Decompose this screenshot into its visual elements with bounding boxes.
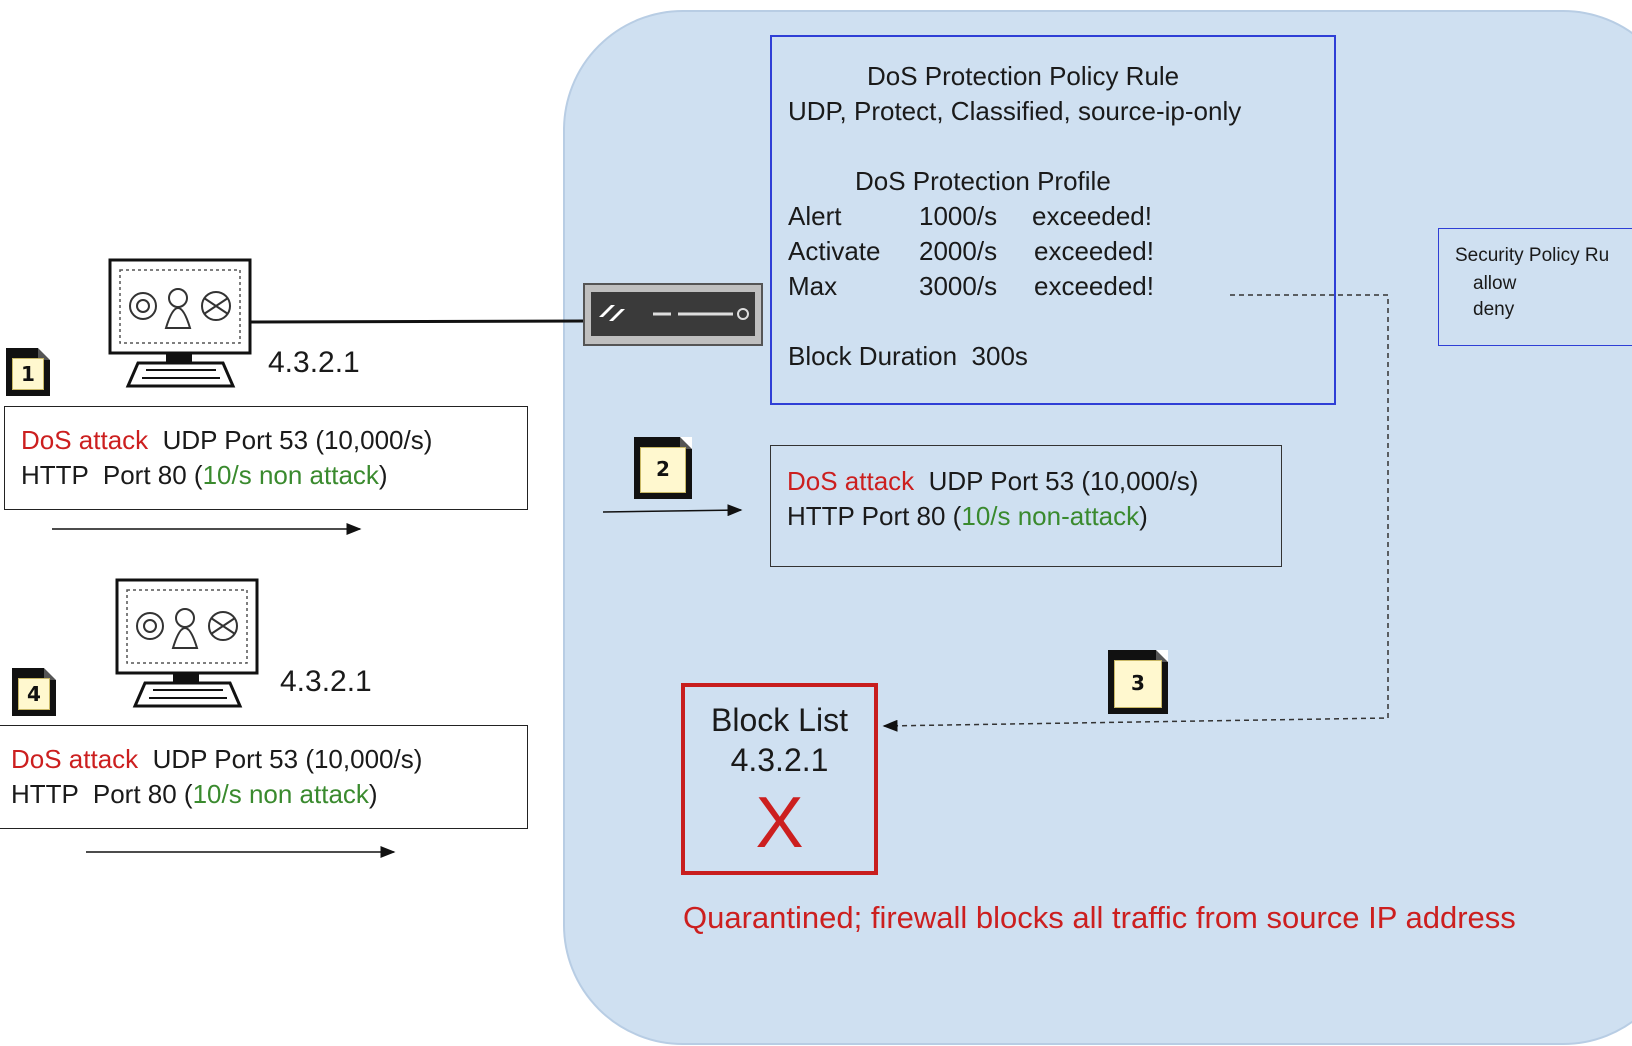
link-line xyxy=(244,319,585,324)
http-suffix: ) xyxy=(368,779,378,809)
attack-label: DoS attack xyxy=(787,466,915,496)
udp-rate: UDP Port 53 (10,000/s) xyxy=(138,744,423,774)
step-badge-4: 4 xyxy=(12,668,56,716)
policy-rule-desc: UDP, Protect, Classified, source-ip-only xyxy=(788,96,1242,126)
traffic-line-http: HTTP Port 80 (10/s non-attack) xyxy=(787,499,1148,534)
inspected-traffic-box: DoS attack UDP Port 53 (10,000/s) HTTP P… xyxy=(770,445,1282,567)
quarantine-note: Quarantined; firewall blocks all traffic… xyxy=(683,900,1516,935)
traffic-box-step1: DoS attack UDP Port 53 (10,000/s) HTTP P… xyxy=(4,406,528,510)
non-attack-rate: 10/s non-attack xyxy=(961,501,1140,531)
step-badge-3: 3 xyxy=(1108,650,1168,714)
http-prefix: HTTP Port 80 ( xyxy=(11,779,193,809)
step-badge-1: 1 xyxy=(6,348,50,396)
threshold-max-name: Max xyxy=(788,271,838,301)
step-badge-4-number: 4 xyxy=(18,678,50,710)
threshold-activate-status: exceeded! xyxy=(1034,236,1154,266)
threshold-max-status: exceeded! xyxy=(1034,271,1154,301)
http-prefix: HTTP Port 80 ( xyxy=(787,501,962,531)
http-suffix: ) xyxy=(1139,501,1148,531)
traffic-line-http: HTTP Port 80 (10/s non attack) xyxy=(11,777,378,812)
traffic-line-udp: DoS attack UDP Port 53 (10,000/s) xyxy=(11,742,422,777)
security-policy-deny: deny xyxy=(1473,299,1515,320)
http-suffix: ) xyxy=(378,460,388,490)
step-badge-2: 2 xyxy=(634,437,692,499)
policy-rule-title: DoS Protection Policy Rule xyxy=(867,61,1180,91)
traffic-arrow-step2 xyxy=(602,504,743,517)
traffic-box-step4: DoS attack UDP Port 53 (10,000/s) HTTP P… xyxy=(0,725,528,829)
threshold-alert-status: exceeded! xyxy=(1032,201,1152,231)
firewall-appliance-icon xyxy=(583,283,763,346)
step-badge-3-number: 3 xyxy=(1114,660,1162,708)
profile-title: DoS Protection Profile xyxy=(855,166,1111,196)
udp-rate: UDP Port 53 (10,000/s) xyxy=(148,425,433,455)
security-policy-title: Security Policy Ru xyxy=(1455,245,1610,266)
step-badge-1-number: 1 xyxy=(12,358,44,390)
traffic-line-http: HTTP Port 80 (10/s non attack) xyxy=(21,458,388,493)
attacker-ip-step1: 4.3.2.1 xyxy=(268,346,360,379)
attack-label: DoS attack xyxy=(11,744,139,774)
attacker-ip-step4: 4.3.2.1 xyxy=(280,665,372,698)
security-policy-allow: allow xyxy=(1473,273,1517,294)
attacker-computer-icon xyxy=(108,258,258,388)
threshold-max-rate: 3000/s xyxy=(919,271,998,301)
block-list-title: Block List xyxy=(711,702,848,738)
non-attack-rate: 10/s non attack xyxy=(192,779,369,809)
security-policy-box: Security Policy Ru allow deny xyxy=(1438,228,1632,346)
threshold-activate-rate: 2000/s xyxy=(919,236,998,266)
traffic-line-udp: DoS attack UDP Port 53 (10,000/s) xyxy=(21,423,432,458)
dos-policy-box: DoS Protection Policy Rule UDP, Protect,… xyxy=(770,35,1336,405)
block-list-ip: 4.3.2.1 xyxy=(730,742,829,778)
attacker-computer-icon xyxy=(115,578,265,708)
block-duration: Block Duration 300s xyxy=(788,341,1028,371)
threshold-alert-rate: 1000/s xyxy=(919,201,998,231)
block-list-box: Block List 4.3.2.1 X xyxy=(681,683,878,875)
traffic-line-udp: DoS attack UDP Port 53 (10,000/s) xyxy=(787,464,1198,499)
udp-rate: UDP Port 53 (10,000/s) xyxy=(914,466,1199,496)
step-badge-2-number: 2 xyxy=(640,447,686,493)
non-attack-rate: 10/s non attack xyxy=(202,460,379,490)
blocked-x-mark: X xyxy=(755,783,804,863)
threshold-alert-name: Alert xyxy=(788,201,842,231)
threshold-activate-name: Activate xyxy=(788,236,881,266)
attack-label: DoS attack xyxy=(21,425,149,455)
block-dashed-connector xyxy=(882,294,1389,732)
http-prefix: HTTP Port 80 ( xyxy=(21,460,203,490)
